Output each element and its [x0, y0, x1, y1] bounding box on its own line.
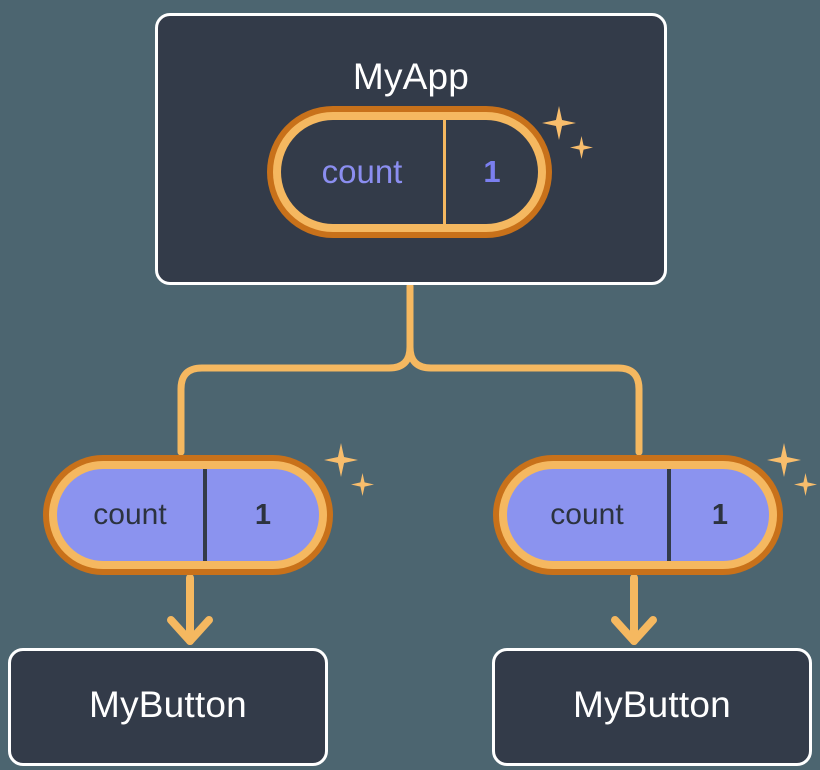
state-pill-right-key: count: [507, 469, 671, 561]
sparkle-four-point-small-icon: [570, 136, 593, 159]
component-title-myapp: MyApp: [352, 56, 470, 97]
state-pill-left[interactable]: count 1: [43, 455, 333, 575]
sparkle-four-point-small-icon: [794, 473, 817, 496]
state-pill-right-body: count 1: [507, 469, 769, 561]
state-pill-value: 1: [483, 154, 501, 189]
sparkles-left: [322, 441, 382, 511]
state-pill-left-inner-ring: count 1: [49, 461, 327, 569]
sparkle-four-point-icon: [767, 443, 801, 477]
sparkle-four-point-icon: [324, 443, 358, 477]
state-pill-left-key: count: [57, 469, 207, 561]
sparkles-myapp: [540, 104, 600, 174]
state-pill-inner-ring: count 1: [273, 112, 546, 232]
arrow-down-right-head-icon: [611, 616, 657, 645]
state-pill-right-value: 1: [711, 498, 729, 531]
state-pill-right-inner-ring: count 1: [499, 461, 777, 569]
state-pill-myapp[interactable]: count 1: [267, 106, 552, 238]
state-pill-right[interactable]: count 1: [493, 455, 783, 575]
component-title-mybutton-left: MyButton: [89, 684, 247, 725]
component-title-mybutton-right: MyButton: [573, 684, 731, 725]
sparkle-four-point-icon: [542, 106, 576, 140]
sparkles-right: [765, 441, 820, 511]
component-box-mybutton-left[interactable]: MyButton: [8, 648, 328, 766]
arrow-down-left-head-icon: [167, 616, 213, 645]
state-pill-left-value: 1: [254, 498, 272, 531]
branch-connector-icon: [177, 282, 414, 456]
sparkle-four-point-small-icon: [351, 473, 374, 496]
component-box-mybutton-right[interactable]: MyButton: [492, 648, 812, 766]
branch-connector-right-icon: [406, 343, 643, 456]
state-pill-key: count: [281, 120, 446, 224]
state-pill-left-body: count 1: [57, 469, 319, 561]
state-pill-body: count 1: [281, 120, 538, 224]
